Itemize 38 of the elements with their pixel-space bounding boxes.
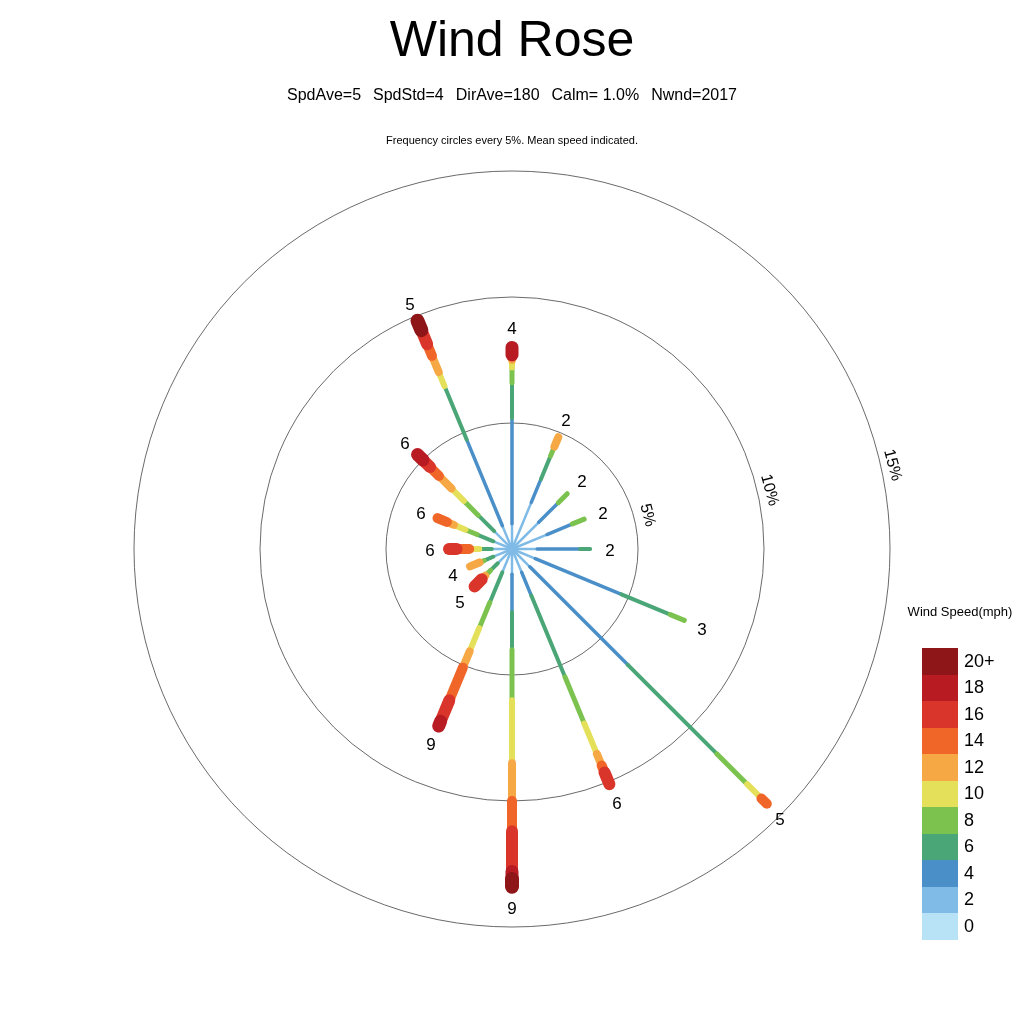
mean-speed-label: 2 (561, 411, 571, 429)
ring-label: 15% (881, 447, 905, 483)
ring-label: 10% (758, 472, 782, 508)
mean-speed-label: 4 (448, 566, 458, 584)
legend-title: Wind Speed(mph) (907, 604, 1013, 618)
legend-label: 8 (964, 809, 974, 831)
legend-label: 12 (964, 756, 985, 778)
legend-label: 0 (964, 915, 974, 937)
legend-label: 2 (964, 889, 974, 911)
mean-speed-label: 4 (507, 319, 517, 337)
mean-speed-label: 2 (605, 541, 615, 559)
legend-label: 6 (964, 836, 974, 858)
mean-speed-label: 6 (425, 541, 435, 559)
mean-speed-label: 2 (598, 504, 608, 522)
legend-label: 16 (964, 703, 985, 725)
statistic-text: Nwnd=2017 (651, 86, 737, 104)
mean-speed-label: 6 (416, 504, 426, 522)
ring-label: 5% (637, 501, 659, 529)
chart-title: Wind Rose (388, 10, 636, 68)
legend-label: 20+ (964, 650, 995, 672)
legend-label: 18 (964, 677, 985, 699)
mean-speed-label: 6 (612, 794, 622, 812)
mean-speed-label: 5 (775, 810, 785, 828)
statistic-text: SpdAve=5 (287, 86, 362, 104)
legend-label: 4 (964, 862, 974, 884)
statistic-text: Calm= 1.0% (551, 86, 640, 104)
mean-speed-label: 2 (577, 472, 587, 490)
mean-speed-label: 6 (400, 434, 410, 452)
mean-speed-label: 9 (426, 735, 436, 753)
statistic-text: SpdStd=4 (373, 86, 444, 104)
legend-label: 10 (964, 783, 985, 805)
note-text: Frequency circles every 5%. Mean speed indicated. (385, 134, 639, 146)
mean-speed-label: 5 (405, 295, 415, 313)
legend-label: 14 (964, 730, 985, 752)
statistic-text: DirAve=180 (455, 86, 540, 104)
mean-speed-label: 9 (507, 899, 517, 917)
mean-speed-label: 3 (697, 620, 707, 638)
mean-speed-label: 5 (455, 593, 465, 611)
